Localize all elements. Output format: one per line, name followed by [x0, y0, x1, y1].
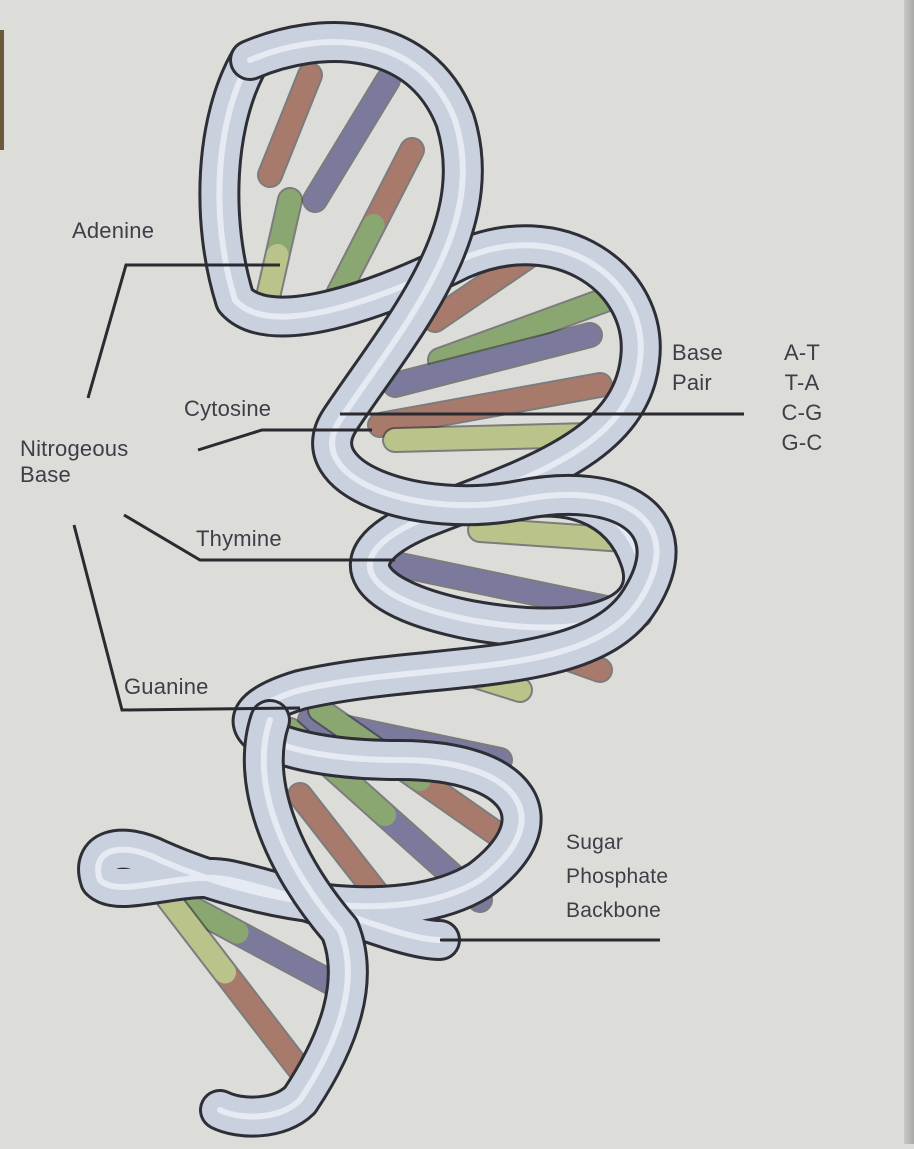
adenine-label: Adenine [72, 218, 154, 244]
nitrogenous-base-label: Nitrogeous Base [20, 436, 128, 488]
backbone-line-1: Sugar [566, 826, 668, 860]
guanine-label: Guanine [124, 674, 209, 700]
base-rung-half [480, 530, 553, 535]
backbone-line-3: Backbone [566, 894, 668, 928]
base-pair-list: A-T T-A C-G G-C [772, 340, 832, 456]
base-pair-title-line-1: Base [672, 340, 723, 366]
base-rung-half [315, 140, 352, 200]
base-pair-item: A-T [772, 340, 832, 366]
base-rung-half [395, 360, 493, 385]
nitrogenous-base-line-1: Nitrogeous [20, 436, 128, 462]
base-rung-half [395, 438, 493, 441]
page-edge-shadow [904, 0, 914, 1144]
base-rung-half [490, 385, 600, 405]
base-pair-item: C-G [772, 400, 832, 426]
thymine-label: Thymine [196, 526, 282, 552]
base-rung-half [225, 973, 300, 1071]
base-pair-item: G-C [772, 430, 832, 456]
page-edge-fragment [0, 30, 4, 150]
base-pair-title: Base Pair [672, 340, 723, 396]
backbone-line-2: Phosphate [566, 860, 668, 894]
cytosine-label: Cytosine [184, 396, 271, 422]
base-pair-title-line-2: Pair [672, 370, 723, 396]
nitrogenous-base-line-2: Base [20, 462, 128, 488]
backbone-label: Sugar Phosphate Backbone [566, 826, 668, 928]
base-pair-item: T-A [772, 370, 832, 396]
